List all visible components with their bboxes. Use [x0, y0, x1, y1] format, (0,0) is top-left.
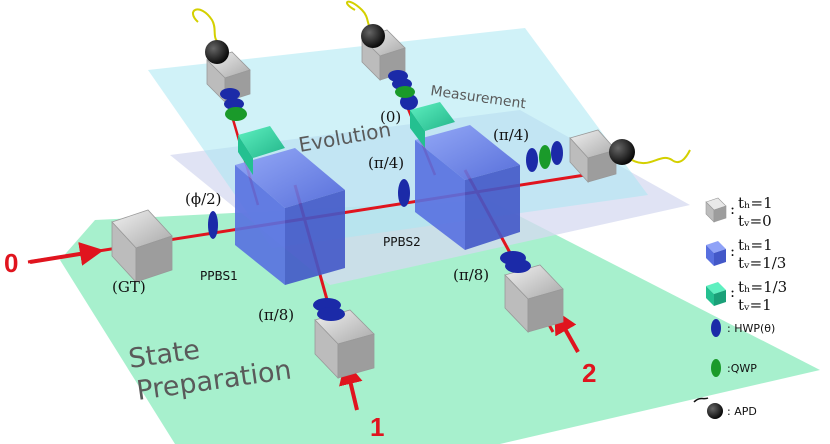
legend-apd-icon: [693, 397, 723, 419]
legend-hwp-icon: [711, 319, 721, 337]
label-gt: (GT): [112, 278, 146, 296]
label-hwp-pi4-right: (π/4): [493, 126, 529, 144]
port-2-label: 2: [582, 358, 596, 388]
measurement-pbs-right: [410, 102, 455, 148]
port-arrows: [29, 242, 580, 411]
legend-gt-cube-icon: [705, 197, 727, 223]
legend-pbs2-cube-icon: [706, 282, 726, 306]
hwp-waveplates: [208, 70, 563, 321]
port-0-label: 0: [4, 248, 18, 278]
gt-polarizer-cube: [111, 209, 173, 284]
legend-ppbs-cube-icon: [706, 241, 726, 266]
label-hwp-phi: (ϕ/2): [185, 190, 222, 208]
legend-hwp-label: : HWP(θ): [727, 322, 775, 335]
label-hwp-pi8-right: (π/8): [453, 266, 489, 284]
input-cube-port2: [504, 264, 564, 333]
legend-ppbs-line2: tᵥ=1/3: [738, 254, 786, 272]
legend-qwp-label: :QWP: [727, 362, 757, 375]
legend-pbs2-prefix: :: [730, 283, 735, 301]
legend-pbs2-line2: tᵥ=1: [738, 296, 772, 314]
apd-detector-right: [609, 139, 691, 165]
label-ppbs2: PPBS2: [383, 235, 421, 249]
label-hwp-pi4-mid: (π/4): [368, 154, 404, 172]
ppbs1-cube: [235, 148, 345, 285]
apd-detector-middle: [345, 0, 385, 48]
legend-gt-line2: tᵥ=0: [738, 212, 772, 230]
measurement-pbs-left: [238, 126, 285, 175]
label-hwp-pi8-left: (π/8): [258, 306, 294, 324]
legend-qwp-icon: [711, 359, 721, 377]
legend-gt-prefix: :: [730, 200, 735, 218]
legend-apd-label: : APD: [727, 405, 757, 418]
qwp-waveplates: [225, 86, 551, 169]
state-preparation-plane: [60, 200, 820, 444]
label-hwp-zero: (0): [380, 108, 401, 126]
port-1-label: 1: [370, 412, 384, 442]
apd-detector-left: [192, 8, 229, 64]
legend-ppbs-line1: tₕ=1: [738, 236, 773, 254]
legend: : tₕ=1 tᵥ=0 : tₕ=1 tᵥ=1/3 : tₕ=1/3 tᵥ=1 …: [693, 194, 787, 419]
label-ppbs1: PPBS1: [200, 269, 238, 283]
ppbs2-cube: [415, 125, 520, 250]
legend-ppbs-prefix: :: [730, 242, 735, 260]
legend-gt-line1: tₕ=1: [738, 194, 773, 212]
legend-pbs2-line1: tₕ=1/3: [738, 278, 787, 296]
